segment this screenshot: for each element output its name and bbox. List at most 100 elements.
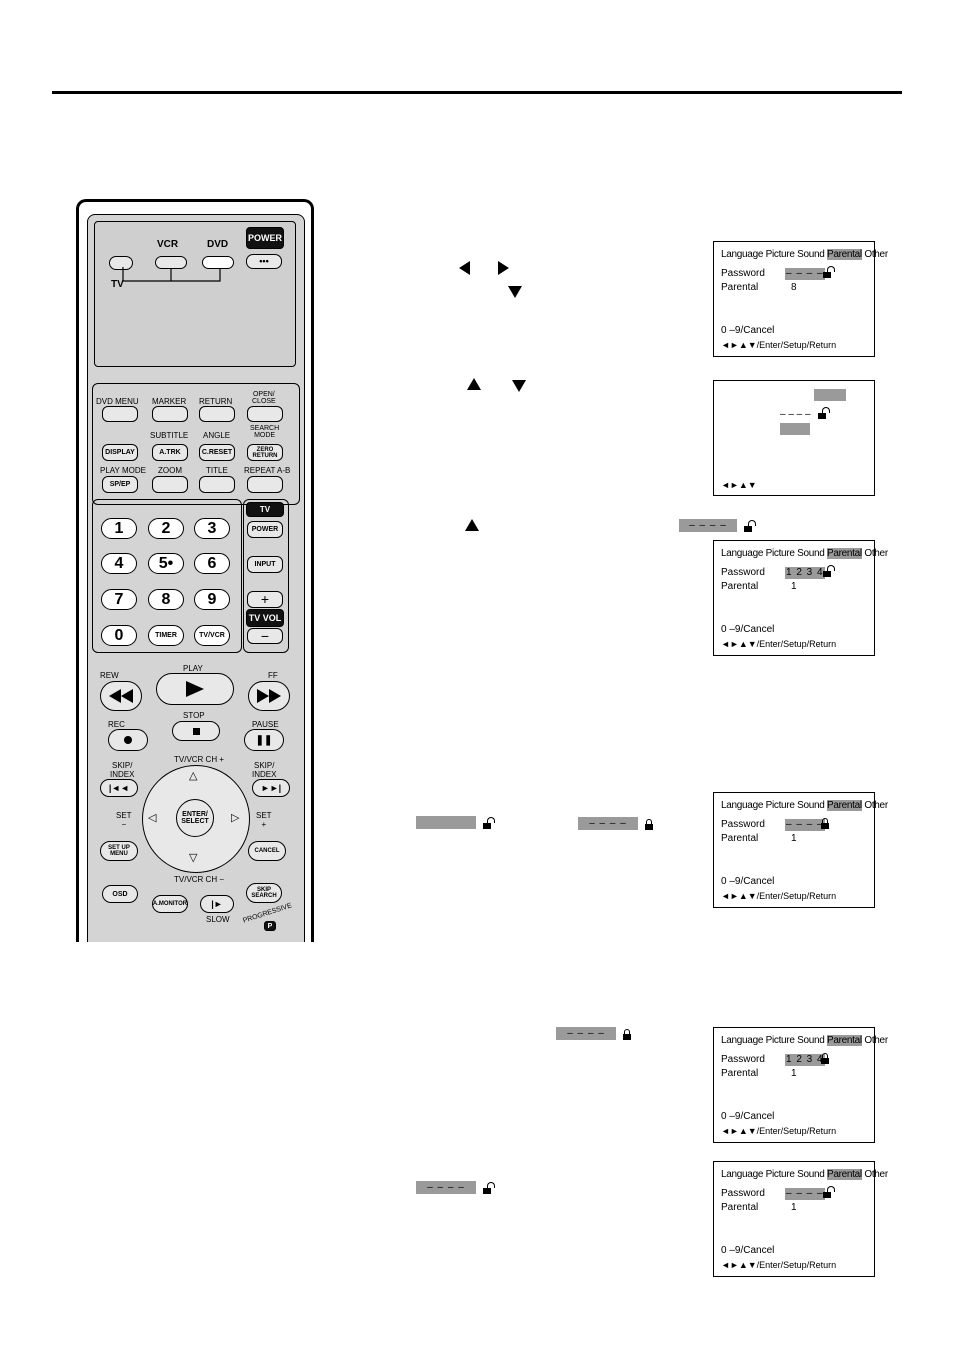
tv-vol-down-button[interactable]: −	[247, 628, 283, 644]
nav-hint: ◄►▲▼/Enter/Setup/Return	[721, 340, 837, 350]
password-row: Password 1 2 3 4	[721, 565, 835, 579]
atrk-button[interactable]: A.TRK	[152, 444, 188, 461]
slow-icon: |►	[211, 898, 223, 909]
play-icon	[186, 681, 204, 697]
osd-button[interactable]: OSD	[102, 885, 138, 903]
number-7-button[interactable]: 7	[101, 589, 137, 610]
tab-parental: Parental	[827, 548, 862, 559]
number-1-button[interactable]: 1	[101, 518, 137, 539]
timer-button[interactable]: TIMER	[148, 625, 184, 646]
return-label: RETURN	[199, 397, 233, 406]
tvvcr-button[interactable]: TV/VCR	[194, 625, 230, 646]
password-row: Password 1 2 3 4	[721, 1053, 829, 1066]
down-arrow-icon[interactable]: ▽	[189, 852, 198, 864]
password-row: – – – –	[780, 407, 830, 421]
parental-label: Parental	[721, 581, 759, 592]
input-button[interactable]: INPUT	[247, 556, 283, 573]
title-button[interactable]	[199, 476, 235, 493]
dvd-menu-label: DVD MENU	[96, 397, 139, 406]
password-label: Password	[721, 567, 765, 578]
spep-button[interactable]: SP/EP	[102, 476, 138, 493]
more-button[interactable]: •••	[246, 254, 282, 269]
skip-forward-button[interactable]: ►►|	[252, 779, 290, 797]
number-6-button[interactable]: 6	[194, 553, 230, 574]
slow-button[interactable]: |►	[200, 895, 234, 913]
tab-language: Language	[721, 1169, 764, 1180]
dvd-label: DVD	[207, 239, 229, 250]
parental-row: Parental 1	[721, 833, 797, 845]
tv-power-button[interactable]: POWER	[247, 521, 283, 538]
password-label: Password	[721, 819, 765, 830]
number-9-button[interactable]: 9	[194, 589, 230, 610]
number-5-button[interactable]: 5•	[148, 553, 184, 574]
parental-label: Parental	[721, 1068, 759, 1079]
tab-other: Other	[864, 1169, 888, 1180]
skip-search-button[interactable]: SKIP SEARCH	[246, 883, 282, 903]
right-arrow-icon[interactable]: ▷	[231, 812, 240, 824]
lock-icon	[821, 1053, 829, 1064]
password-label: Password	[721, 1054, 765, 1065]
creset-button[interactable]: C.RESET	[199, 444, 235, 461]
vcr-mode-switch[interactable]	[155, 256, 187, 269]
tab-sound: Sound	[797, 1169, 825, 1180]
up-arrow-icon[interactable]: △	[189, 770, 198, 782]
number-8-button[interactable]: 8	[148, 589, 184, 610]
stop-icon	[192, 727, 200, 735]
power-button[interactable]: POWER	[246, 227, 284, 249]
tv-control-group	[243, 499, 289, 653]
number-4-button[interactable]: 4	[101, 553, 137, 574]
cancel-button[interactable]: CANCEL	[248, 841, 286, 861]
display-button[interactable]: DISPLAY	[102, 444, 138, 461]
fast-forward-button[interactable]	[248, 681, 290, 711]
keypad-group	[92, 499, 242, 653]
number-2-button[interactable]: 2	[148, 518, 184, 539]
nav-hint: ◄►▲▼/Enter/Setup/Return	[721, 1260, 837, 1270]
tab-sound: Sound	[797, 548, 825, 559]
play-button[interactable]	[156, 673, 234, 705]
tab-language: Language	[721, 548, 764, 559]
repeat-button[interactable]	[247, 476, 283, 493]
search-mode-label: SEARCH MODE	[250, 425, 280, 439]
set-plus-label: SET +	[256, 811, 272, 829]
tab-other: Other	[864, 1035, 888, 1046]
enter-select-button[interactable]: ENTER/ SELECT	[176, 799, 214, 837]
password-value: – – – –	[785, 1188, 825, 1200]
pause-button[interactable]: ❚❚	[244, 729, 284, 751]
number-0-button[interactable]: 0	[101, 625, 137, 646]
open-close-button[interactable]	[247, 406, 283, 422]
stop-button[interactable]	[172, 721, 220, 741]
parental-label: Parental	[721, 1202, 759, 1213]
tab-parental: Parental	[827, 1169, 862, 1180]
unlock-icon	[483, 1182, 495, 1194]
zero-return-button[interactable]: ZERO RETURN	[247, 444, 283, 461]
skip-back-button[interactable]: |◄◄	[100, 779, 138, 797]
dvd-menu-button[interactable]	[102, 406, 138, 422]
return-button[interactable]	[199, 406, 235, 422]
direction-pad[interactable]: △ ▽ ◁ ▷ ENTER/ SELECT	[142, 765, 250, 873]
parental-value: 8	[791, 282, 797, 293]
tab-sound: Sound	[797, 1035, 825, 1046]
tv-vol-up-button[interactable]: +	[247, 591, 283, 608]
rec-label: REC	[108, 720, 125, 729]
rewind-button[interactable]	[100, 681, 142, 711]
unlock-icon	[818, 407, 830, 419]
amonitor-button[interactable]: A.MONITOR	[152, 895, 188, 913]
down-arrow-icon	[512, 380, 526, 392]
up-arrow-icon	[467, 378, 481, 390]
marker-button[interactable]	[152, 406, 188, 422]
dvd-mode-switch[interactable]	[202, 256, 234, 269]
skip-back-icon: |◄◄	[108, 782, 130, 793]
rec-button[interactable]	[108, 729, 148, 751]
tv-mode-switch[interactable]	[109, 256, 133, 270]
parental-label: Parental	[721, 833, 759, 844]
left-arrow-icon[interactable]: ◁	[148, 812, 157, 824]
tv-badge: TV	[246, 502, 284, 517]
number-3-button[interactable]: 3	[194, 518, 230, 539]
zoom-button[interactable]	[152, 476, 188, 493]
password-label: Password	[721, 268, 765, 279]
stop-label: STOP	[183, 711, 205, 720]
osd-screen-1: Language Picture Sound Parental Other Pa…	[713, 241, 888, 357]
setup-menu-button[interactable]: SET UP MENU	[100, 841, 138, 861]
tab-parental: Parental	[827, 1035, 862, 1046]
parental-value: 1	[791, 833, 797, 844]
